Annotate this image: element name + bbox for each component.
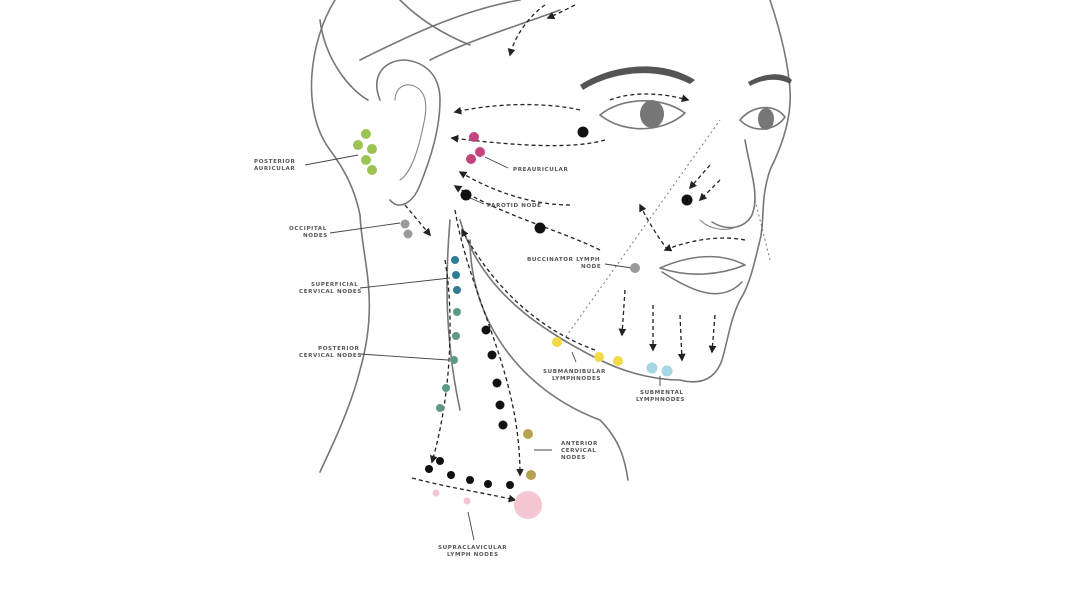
black-node bbox=[492, 378, 502, 388]
posterior-cervical-node bbox=[442, 384, 450, 392]
superficial-cervical-node bbox=[452, 271, 460, 279]
label-parotid: PAROTID NODE bbox=[487, 203, 542, 209]
black-node bbox=[577, 126, 589, 138]
label-line: POSTERIOR bbox=[318, 346, 359, 352]
preauricular-node bbox=[466, 154, 476, 164]
occipital-node bbox=[403, 229, 413, 239]
posterior-cervical-node bbox=[453, 308, 461, 316]
label-line: PAROTID NODE bbox=[487, 203, 542, 209]
label-line: BUCCINATOR LYMPH bbox=[527, 257, 600, 263]
label-line: CERVICAL NODES bbox=[299, 353, 362, 359]
black-node bbox=[495, 400, 505, 410]
posterior-auricular-node bbox=[367, 144, 377, 154]
submandibular-node bbox=[613, 356, 623, 366]
occipital-node bbox=[400, 219, 410, 229]
label-line: LYMPHNODES bbox=[636, 397, 685, 403]
superficial-cervical-node bbox=[453, 286, 461, 294]
supraclavicular-node bbox=[463, 497, 471, 505]
black-node bbox=[481, 325, 491, 335]
label-submandibular: SUBMANDIBULAR LYMPHNODES bbox=[543, 369, 606, 382]
supraclavicular-node bbox=[432, 489, 440, 497]
ear bbox=[376, 59, 441, 206]
label-line: OCCIPITAL bbox=[289, 226, 327, 232]
label-line: LYMPHNODES bbox=[552, 376, 601, 382]
submental-node bbox=[661, 365, 673, 377]
nose-mouth bbox=[659, 139, 756, 295]
label-line: LYMPH NODES bbox=[447, 552, 499, 558]
label-line: PREAURICULAR bbox=[513, 167, 568, 173]
leader-lines bbox=[304, 154, 661, 541]
label-line: POSTERIOR bbox=[254, 159, 295, 165]
label-line: NODE bbox=[581, 264, 601, 270]
label-line: SUBMENTAL bbox=[640, 390, 684, 396]
posterior-cervical-node bbox=[450, 356, 458, 364]
superficial-cervical-node bbox=[451, 256, 459, 264]
label-line: SUBMANDIBULAR bbox=[543, 369, 606, 375]
label-occipital: OCCIPITAL NODES bbox=[289, 226, 328, 239]
label-anterior-cervical: ANTERIOR CERVICAL NODES bbox=[561, 441, 598, 461]
label-preauricular: PREAURICULAR bbox=[513, 167, 568, 173]
posterior-cervical-node bbox=[452, 332, 460, 340]
black-node bbox=[425, 465, 433, 473]
submental-node bbox=[646, 362, 658, 374]
label-line: AURICULAR bbox=[254, 166, 295, 172]
black-node bbox=[506, 481, 514, 489]
buccinator-node bbox=[630, 263, 640, 273]
black-node bbox=[436, 457, 444, 465]
preauricular-node bbox=[469, 132, 479, 142]
label-line: CERVICAL NODES bbox=[299, 289, 362, 295]
submandibular-node bbox=[594, 352, 604, 362]
label-posterior-cervical: POSTERIOR CERVICAL NODES bbox=[299, 346, 362, 359]
posterior-auricular-node bbox=[361, 129, 371, 139]
black-node bbox=[498, 420, 508, 430]
label-line: ANTERIOR bbox=[561, 441, 598, 447]
label-buccinator: BUCCINATOR LYMPH NODE bbox=[527, 257, 601, 270]
head-outline bbox=[310, 0, 791, 481]
black-node bbox=[484, 480, 492, 488]
posterior-auricular-node bbox=[353, 140, 363, 150]
drainage-flow-arrows bbox=[404, 4, 746, 503]
black-node bbox=[466, 476, 474, 484]
label-line: NODES bbox=[303, 233, 328, 239]
black-node bbox=[487, 350, 497, 360]
black-node bbox=[460, 189, 472, 201]
label-posterior-auricular: POSTERIOR AURICULAR bbox=[254, 159, 295, 172]
posterior-cervical-node bbox=[436, 404, 444, 412]
black-node bbox=[681, 194, 693, 206]
anterior-cervical-node bbox=[526, 470, 536, 480]
posterior-auricular-node bbox=[367, 165, 377, 175]
label-line: CERVICAL bbox=[561, 448, 596, 454]
eyes bbox=[580, 66, 792, 130]
label-supraclavicular: SUPRACLAVICULAR LYMPH NODES bbox=[438, 545, 507, 558]
anterior-cervical-node bbox=[523, 429, 533, 439]
label-submental: SUBMENTAL LYMPHNODES bbox=[636, 390, 685, 403]
black-node bbox=[534, 222, 546, 234]
label-line: SUPRACLAVICULAR bbox=[438, 545, 507, 551]
lymph-nodes bbox=[353, 126, 693, 519]
preauricular-node bbox=[475, 147, 485, 157]
label-superficial-cervical: SUPERFICIAL CERVICAL NODES bbox=[299, 282, 362, 295]
label-line: SUPERFICIAL bbox=[311, 282, 358, 288]
black-node bbox=[447, 471, 455, 479]
submandibular-node bbox=[552, 337, 562, 347]
posterior-auricular-node bbox=[361, 155, 371, 165]
label-line: NODES bbox=[561, 455, 586, 461]
supraclavicular-node bbox=[514, 491, 542, 519]
